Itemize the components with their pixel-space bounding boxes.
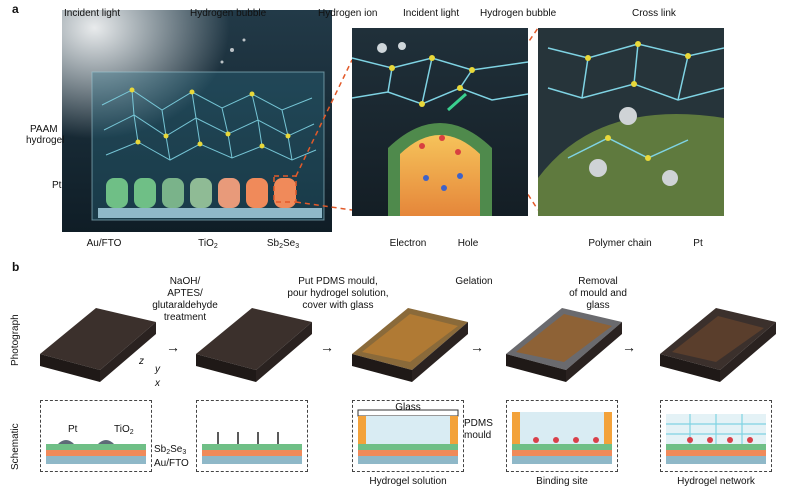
panel-a-middle-image (352, 28, 528, 216)
device-photographs (40, 308, 776, 382)
step-3-caption: Gelation (455, 276, 493, 287)
panel-a-right-image (538, 28, 724, 216)
axis-z-label: z (139, 356, 144, 367)
schematic-tio2-label: TiO2 (114, 424, 134, 436)
schematic-box-2 (196, 400, 308, 472)
arrow-step-4: → (622, 339, 636, 355)
schematic-sb2se3-label: Sb2Se3 (154, 444, 187, 456)
label-hydrogel: hydrogel (26, 135, 65, 146)
panel-a-left-image (62, 10, 332, 232)
panel-a-letter: a (12, 2, 19, 16)
schematic-hydrogel-solution-label: Hydrogel solution (369, 476, 447, 487)
axis-y-label: y (155, 364, 160, 375)
label-tio2-left: TiO2 (198, 238, 218, 250)
schematic-box-4 (506, 400, 618, 472)
label-cross-link: Cross link (632, 8, 676, 19)
arrow-step-2: → (320, 339, 334, 355)
schematic-glass-label: Glass (395, 402, 421, 413)
label-electron: Electron (389, 238, 427, 249)
schematic-binding-site-label: Binding site (536, 476, 588, 487)
label-sb2se3-left: Sb2Se3 (266, 238, 300, 250)
label-pt-right: Pt (693, 238, 703, 249)
label-incident-light-left: Incident light (64, 8, 121, 19)
schematic-box-5 (660, 400, 772, 472)
schematic-au-fto-label: Au/FTO (154, 458, 189, 469)
schematic-box-1 (40, 400, 152, 472)
schematic-hydrogel-network-label: Hydrogel network (677, 476, 755, 487)
axis-x-label: x (155, 378, 160, 389)
step-2-caption: Put PDMS mould,pour hydrogel solution,co… (287, 276, 389, 311)
label-incident-light-mid: Incident light (403, 8, 460, 19)
label-hole: Hole (457, 238, 479, 249)
schematic-pdms-label-1: PDMS (464, 418, 493, 429)
schematic-pdms-label-2: mould (464, 430, 492, 441)
label-hydrogen-ion: Hydrogen ion (318, 8, 378, 19)
panel-b-letter: b (12, 260, 20, 274)
label-hydrogen-bubble-mid: Hydrogen bubble (480, 8, 557, 19)
label-polymer-chain: Polymer chain (588, 238, 652, 249)
schematic-pt-label: Pt (68, 424, 78, 435)
label-pt-left: Pt (52, 180, 62, 191)
arrow-step-1: → (166, 339, 180, 355)
schematic-box-3 (352, 400, 464, 472)
label-hydrogen-bubble-left: Hydrogen bubble (190, 8, 267, 19)
label-paam: PAAM (30, 124, 58, 135)
label-au-fto-left: Au/FTO (86, 238, 122, 249)
arrow-step-3: → (470, 339, 484, 355)
schematics (46, 409, 766, 464)
